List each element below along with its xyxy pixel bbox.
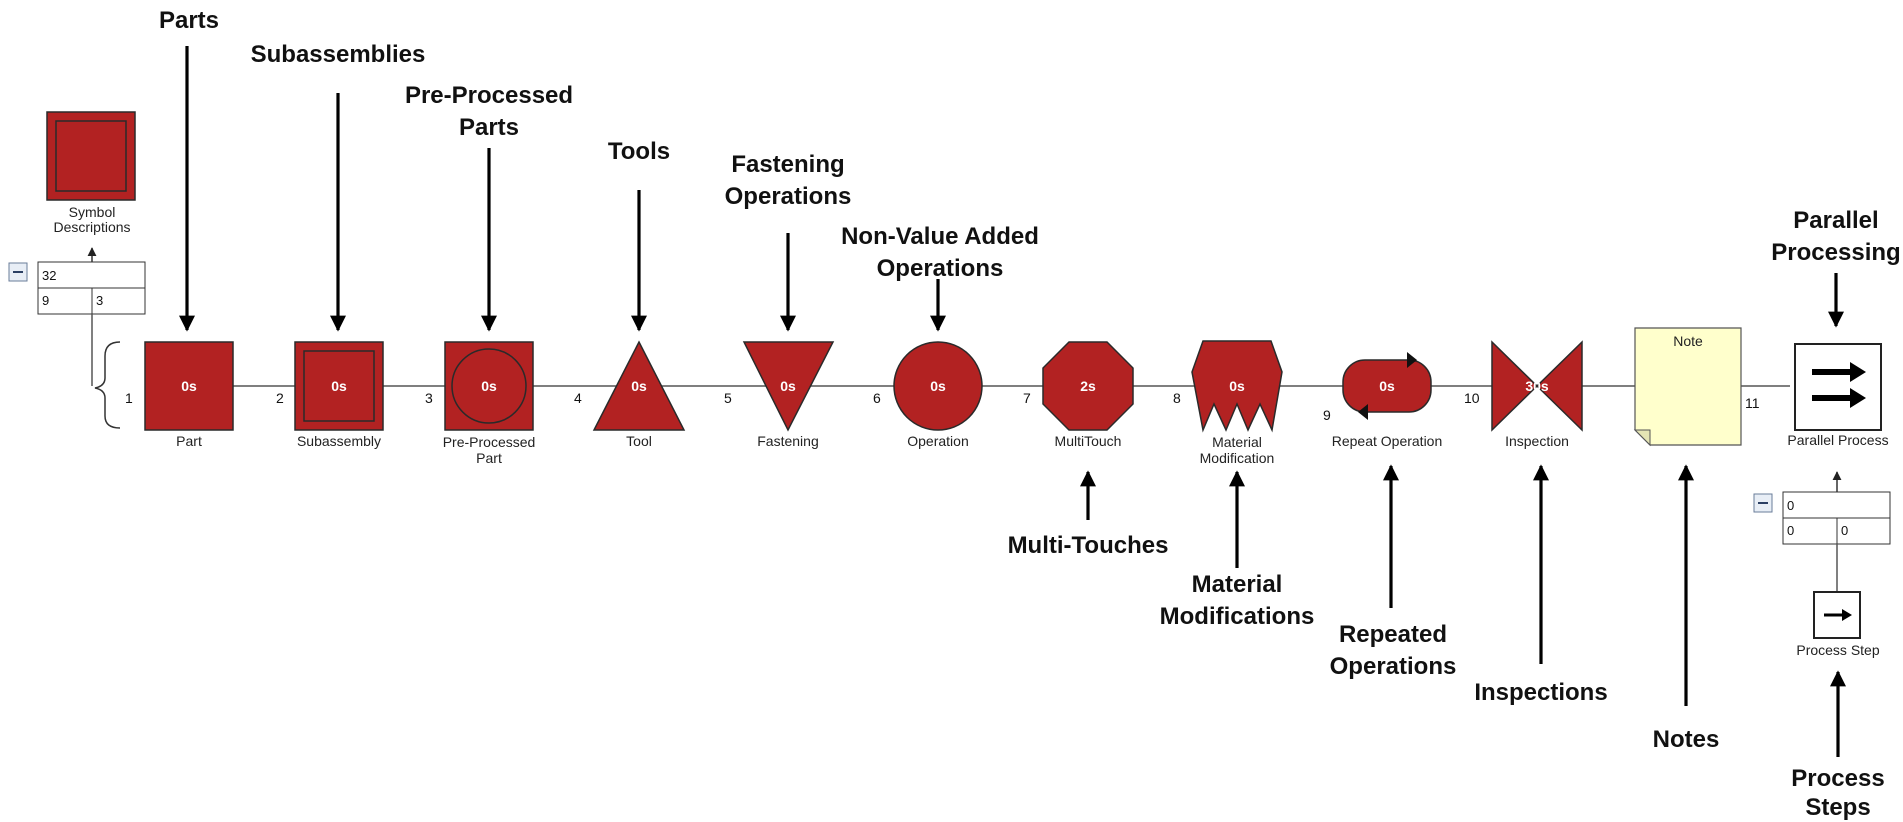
step-part[interactable]: 1 0s Part — [125, 341, 234, 449]
step-label: Tool — [626, 433, 652, 449]
callout-material-line2: Modifications — [1160, 603, 1315, 630]
callout-fastening-line1: Fastening — [731, 151, 844, 178]
step-time: 0s — [481, 378, 497, 394]
step-time: 0s — [1229, 378, 1245, 394]
step-inspection[interactable]: 10 30s Inspection — [1464, 340, 1583, 449]
summary-total: 0 — [1787, 498, 1794, 513]
note[interactable]: Note — [1633, 327, 1742, 447]
callout-processsteps-line2: Steps — [1805, 794, 1870, 821]
symbol-descriptions-icon[interactable] — [46, 111, 136, 201]
step-pre-processed-part[interactable]: 3 0s Pre-Processed Part — [425, 341, 536, 466]
step-number: 3 — [425, 390, 433, 406]
part-icon[interactable] — [144, 341, 234, 431]
fastening-icon[interactable] — [742, 341, 835, 432]
pre-processed-part-icon[interactable] — [444, 341, 534, 431]
callout-parts: Parts — [159, 7, 219, 34]
parallel-summary-box: 0 0 0 — [1782, 491, 1891, 545]
summary-left: 9 — [42, 293, 49, 308]
step-material-modification[interactable]: 8 0s Material Modification — [1173, 340, 1283, 466]
material-modification-icon[interactable] — [1191, 340, 1283, 433]
step-number: 2 — [276, 390, 284, 406]
step-label: Fastening — [757, 433, 818, 449]
operation-icon[interactable] — [893, 341, 983, 431]
callout-tools: Tools — [608, 138, 670, 165]
collapse-button[interactable] — [8, 262, 28, 282]
callout-subassemblies: Subassemblies — [251, 41, 426, 68]
step-label-line2: Modification — [1200, 450, 1275, 466]
multitouch-icon[interactable] — [1042, 341, 1134, 431]
step-tool[interactable]: 4 0s Tool — [574, 340, 686, 449]
callout-nonvalue-line2: Operations — [877, 255, 1004, 282]
step-number: 7 — [1023, 390, 1031, 406]
parallel-process-icon[interactable] — [1794, 343, 1882, 431]
group-brace — [94, 341, 121, 429]
step-multitouch[interactable]: 7 2s MultiTouch — [1023, 341, 1134, 449]
summary-right: 3 — [96, 293, 103, 308]
tool-icon[interactable] — [592, 340, 686, 431]
step-label: Operation — [907, 433, 968, 449]
callout-parallel-line2: Processing — [1771, 239, 1900, 266]
callout-multitouch: Multi-Touches — [1008, 532, 1169, 559]
step-number: 6 — [873, 390, 881, 406]
callout-preprocessed-line2: Parts — [459, 114, 519, 141]
step-label: Inspection — [1505, 433, 1569, 449]
callout-processsteps-line1: Process — [1791, 765, 1884, 792]
step-number: 11 — [1745, 395, 1760, 411]
step-operation[interactable]: 6 0s Operation — [873, 341, 983, 449]
step-time: 0s — [331, 378, 347, 394]
summary-total: 32 — [42, 268, 56, 283]
step-label: MultiTouch — [1055, 433, 1122, 449]
step-repeat-operation[interactable]: 9 0s Repeat Operation — [1323, 352, 1442, 449]
callout-notes: Notes — [1653, 726, 1720, 753]
inspection-icon[interactable] — [1491, 340, 1583, 432]
callout-repeated-line2: Operations — [1330, 653, 1457, 680]
callout-material-line1: Material — [1192, 571, 1283, 598]
note-icon[interactable] — [1634, 327, 1742, 446]
callout-fastening-line2: Operations — [725, 183, 852, 210]
step-number: 10 — [1464, 390, 1480, 406]
summary-right: 0 — [1841, 523, 1848, 538]
step-subassembly[interactable]: 2 0s Subassembly — [276, 341, 384, 449]
summary-left: 0 — [1787, 523, 1794, 538]
step-label-line1: Pre-Processed — [443, 434, 536, 450]
step-fastening[interactable]: 5 0s Fastening — [724, 341, 835, 449]
step-label-line2: Part — [476, 450, 502, 466]
step-time: 0s — [181, 378, 197, 394]
step-number: 1 — [125, 390, 133, 406]
step-label: Parallel Process — [1787, 432, 1888, 448]
loop-arrow-icon — [1407, 352, 1417, 368]
step-label-line1: Material — [1212, 434, 1262, 450]
callout-parallel-line1: Parallel — [1793, 207, 1878, 234]
step-number: 4 — [574, 390, 582, 406]
summary-box: 32 9 3 — [37, 261, 146, 315]
step-label: Subassembly — [297, 433, 381, 449]
step-parallel-process[interactable]: 11 Parallel Process — [1745, 343, 1889, 448]
step-time: 2s — [1080, 378, 1096, 394]
step-number: 5 — [724, 390, 732, 406]
process-step-label: Process Step — [1796, 642, 1879, 658]
note-title: Note — [1673, 333, 1703, 349]
callout-preprocessed-line1: Pre-Processed — [405, 82, 573, 109]
process-step[interactable]: Process Step — [1796, 591, 1880, 658]
step-label: Repeat Operation — [1332, 433, 1443, 449]
step-time: 30s — [1525, 378, 1549, 394]
step-time: 0s — [780, 378, 796, 394]
callout-nonvalue-line1: Non-Value Added — [841, 223, 1039, 250]
collapse-button[interactable] — [1753, 493, 1773, 513]
step-number: 8 — [1173, 390, 1181, 406]
step-time: 0s — [1379, 378, 1395, 394]
callout-inspections: Inspections — [1474, 679, 1607, 706]
loop-arrow-icon — [1358, 404, 1368, 420]
step-time: 0s — [631, 378, 647, 394]
repeat-operation-icon[interactable] — [1342, 359, 1432, 413]
step-time: 0s — [930, 378, 946, 394]
step-number: 9 — [1323, 407, 1331, 423]
step-label: Part — [176, 433, 202, 449]
callout-repeated-line1: Repeated — [1339, 621, 1447, 648]
subassembly-icon[interactable] — [294, 341, 384, 431]
